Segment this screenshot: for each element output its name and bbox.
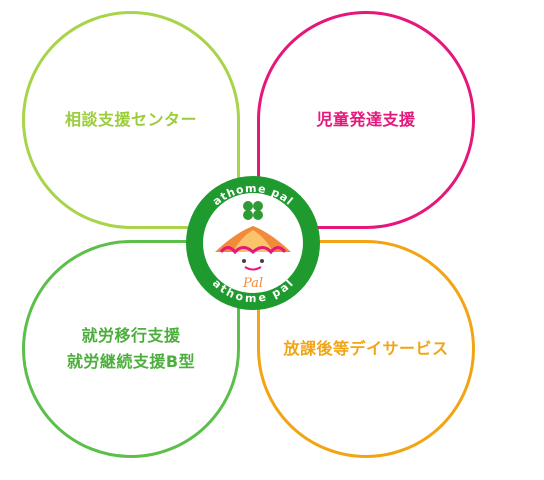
smiling-face-icon [242,259,264,271]
employment-support-label: 就労移行支援 就労継続支援B型 [66,326,196,371]
consultation-support-label: 相談支援センター [64,110,197,129]
child-development-support-label: 児童発達支援 [316,110,416,129]
house-hat-icon [215,226,291,255]
after-school-day-service-link[interactable]: 放課後等デイサービス [257,240,475,458]
logo-emblem: athome pal athome pal Pal [186,176,320,310]
after-school-day-service-label: 放課後等デイサービス [283,339,449,358]
consultation-support-link[interactable]: 相談支援センター [22,11,240,229]
logo-pal-text: Pal [242,276,263,291]
athome-pal-logo[interactable]: athome pal athome pal Pal [181,173,325,313]
employment-support-link[interactable]: 就労移行支援 就労継続支援B型 [22,240,240,458]
clover-icon [243,201,263,220]
